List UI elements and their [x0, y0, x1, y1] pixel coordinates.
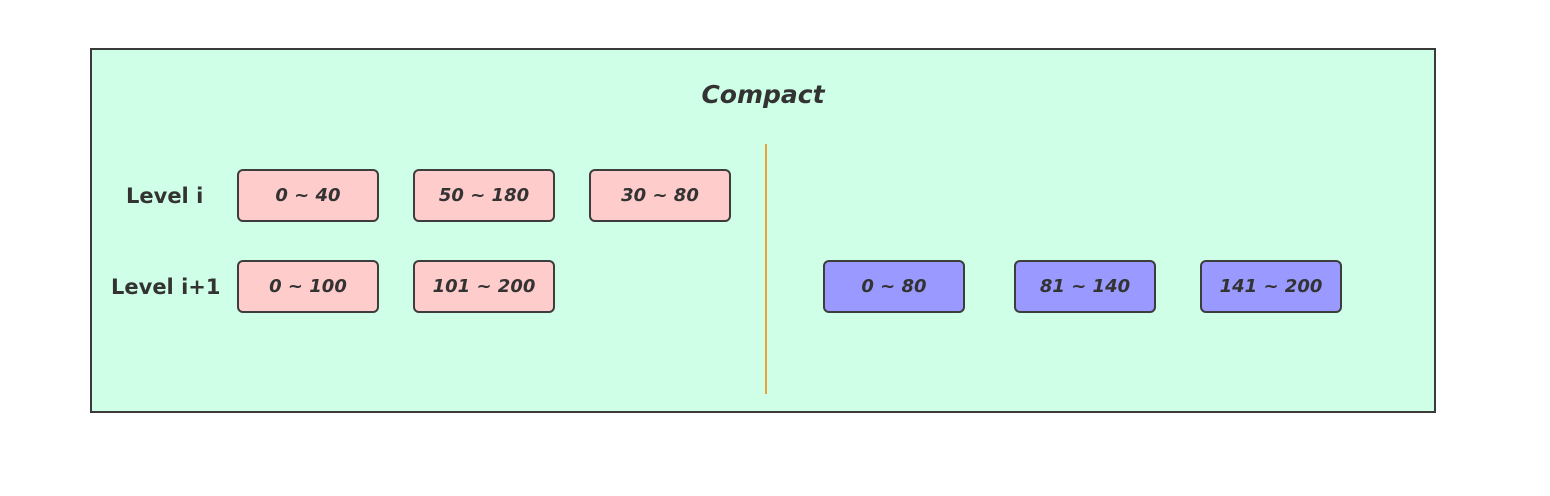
level-i-plus-1-sstable-1: 0 ~ 100: [237, 260, 379, 313]
level-i-sstable-3: 30 ~ 80: [589, 169, 731, 222]
level-i-sstable-2: 50 ~ 180: [413, 169, 555, 222]
compacted-sstable-3: 141 ~ 200: [1200, 260, 1342, 313]
compact-diagram-frame: Compact Level i Level i+1 0 ~ 40 50 ~ 18…: [90, 48, 1436, 413]
level-i-sstable-1: 0 ~ 40: [237, 169, 379, 222]
compacted-sstable-1: 0 ~ 80: [823, 260, 965, 313]
diagram-title: Compact: [701, 80, 825, 109]
level-i-plus-1-sstable-2: 101 ~ 200: [413, 260, 555, 313]
compaction-divider: [765, 144, 767, 394]
compacted-sstable-2: 81 ~ 140: [1014, 260, 1156, 313]
level-i-plus-1-label: Level i+1: [111, 275, 221, 299]
level-i-label: Level i: [126, 184, 204, 208]
